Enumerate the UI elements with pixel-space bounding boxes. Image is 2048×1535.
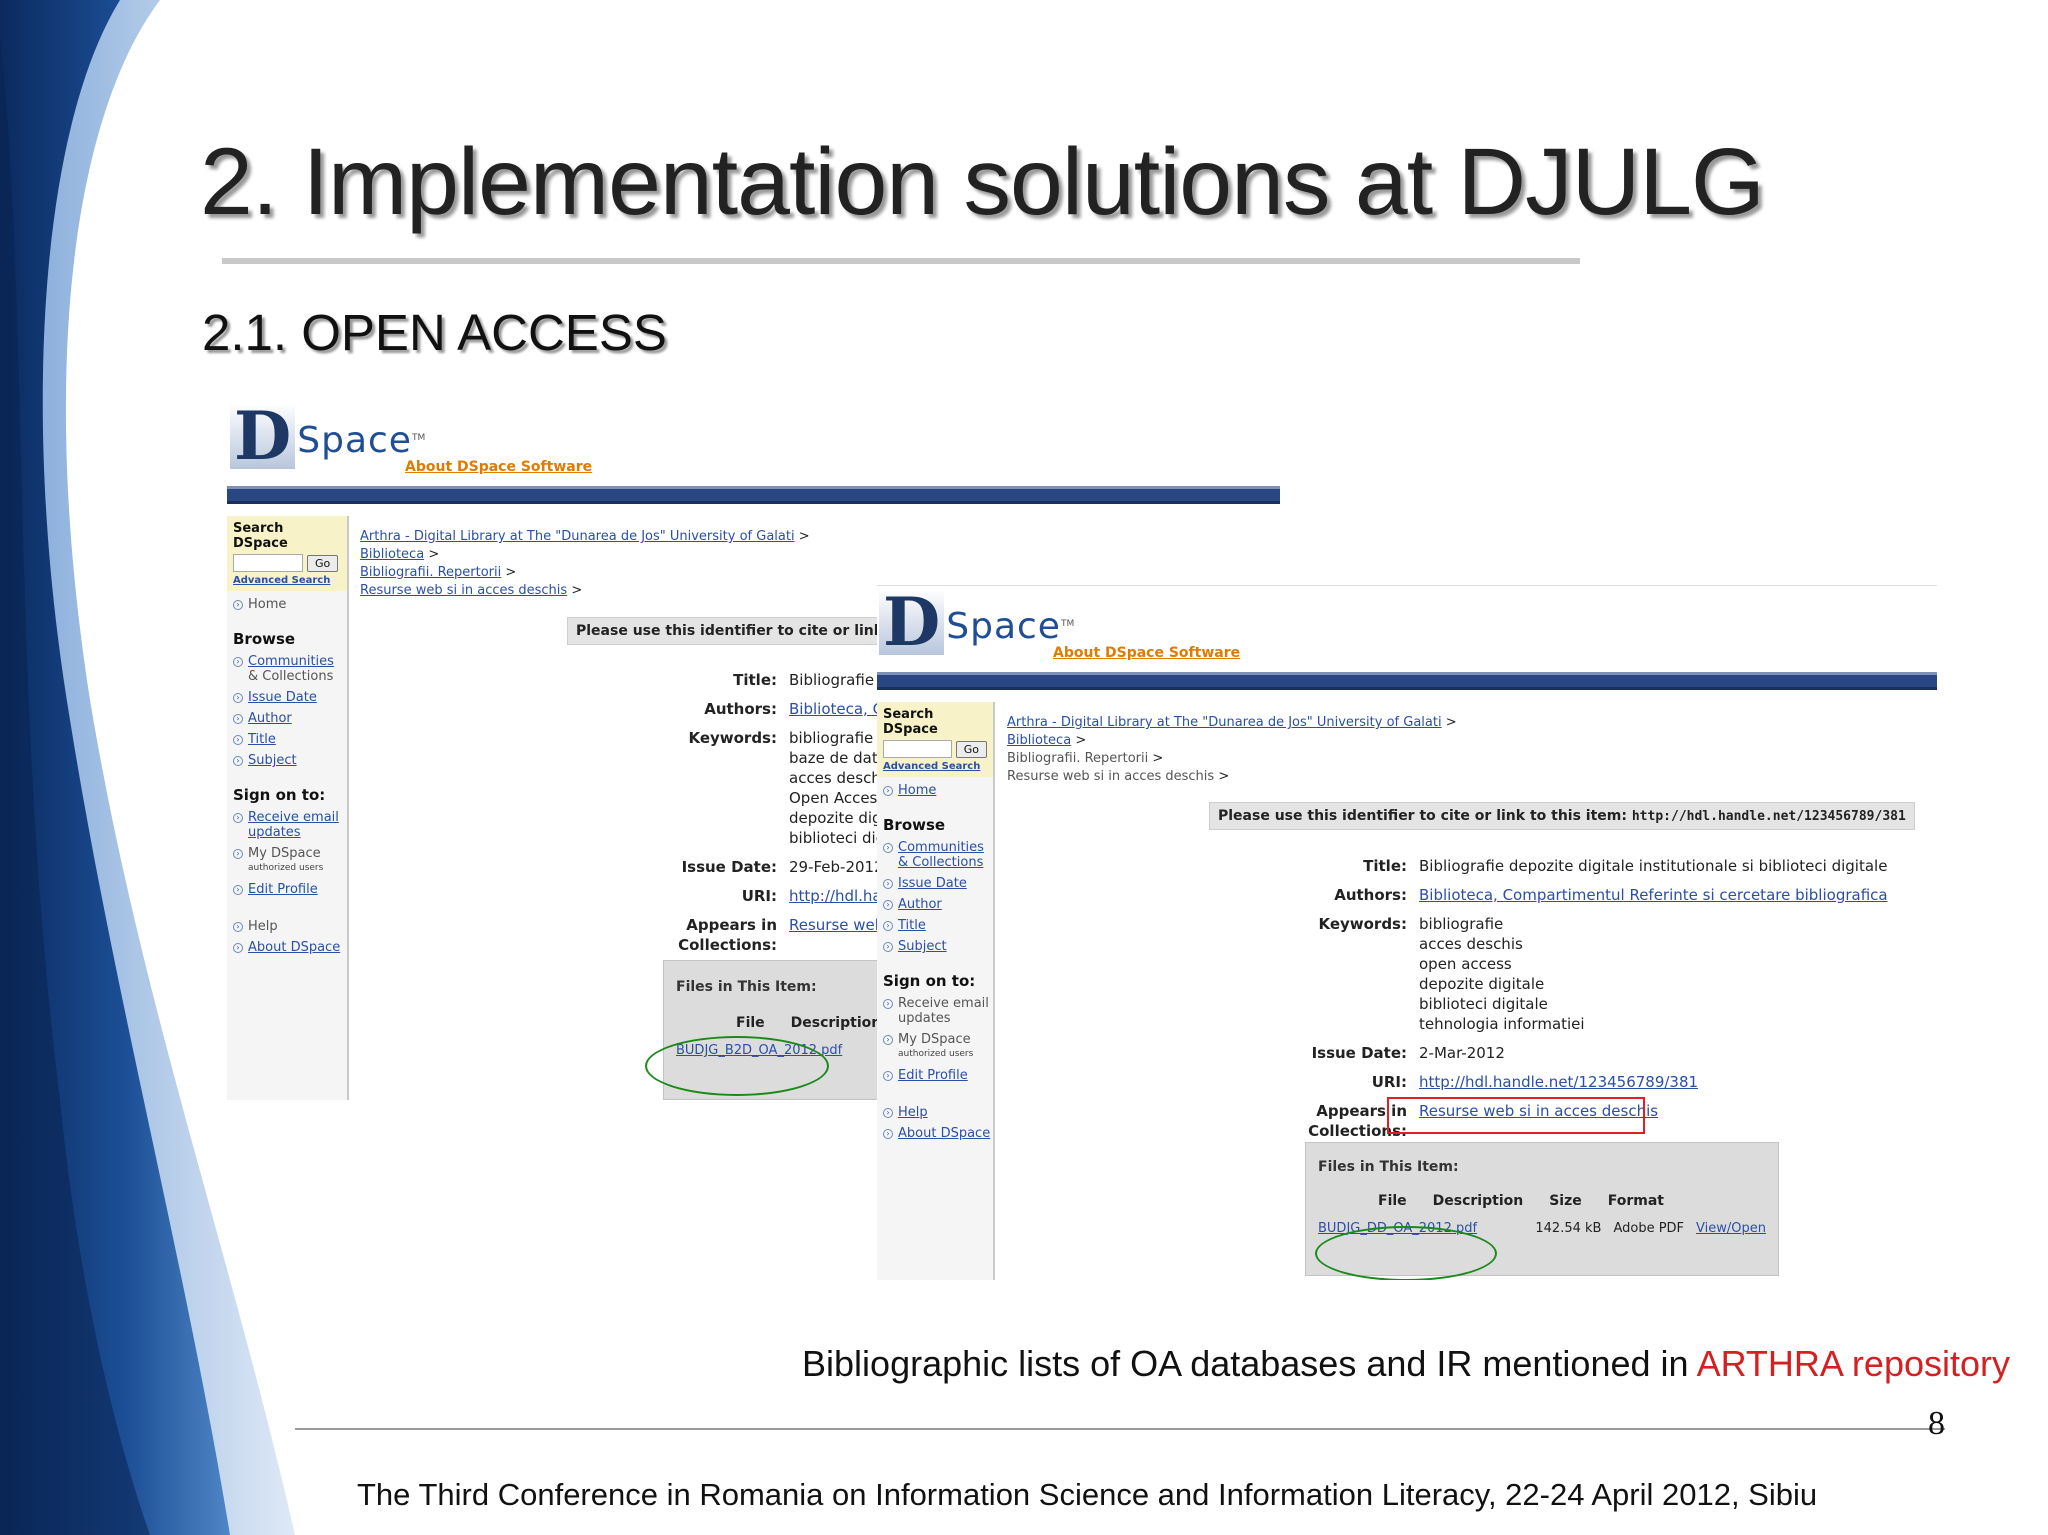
footer-text: The Third Conference in Romania on Infor… (357, 1477, 1818, 1512)
sidebar: Search DSpace Go Advanced Search ›Home B… (877, 702, 995, 1280)
file-format: Adobe PDF (1613, 1221, 1685, 1236)
arrow-icon: › (883, 900, 893, 910)
caption-highlight: ARTHRA repository (1696, 1343, 2010, 1384)
collection-link[interactable]: Resurse web si in acces deschis (1419, 1102, 1659, 1120)
nav-about-dspace[interactable]: ›About DSpace (233, 940, 347, 955)
nav-communities[interactable]: ›Communities& Collections (883, 840, 993, 870)
arrow-icon: › (883, 843, 893, 853)
arrow-icon: › (233, 922, 243, 932)
arrow-icon: › (233, 849, 243, 859)
breadcrumb-item[interactable]: Resurse web si in acces deschis (360, 583, 568, 598)
breadcrumb-item[interactable]: Resurse web si in acces deschis (1007, 769, 1215, 784)
slide-subtitle: 2.1. OPEN ACCESS (202, 304, 667, 361)
arrow-icon: › (233, 657, 243, 667)
authors-link[interactable]: Biblioteca, Compartimentul Referinte si … (1419, 886, 1888, 904)
nav-edit-profile[interactable]: ›Edit Profile (233, 882, 347, 897)
nav-title[interactable]: ›Title (883, 918, 993, 933)
decorative-wave-border (0, 0, 295, 1535)
arrow-icon: › (883, 921, 893, 931)
browse-heading: Browse (883, 816, 946, 834)
sign-on-heading: Sign on to: (883, 972, 976, 990)
breadcrumb-item[interactable]: Arthra - Digital Library at The "Dunarea… (1007, 715, 1442, 730)
arrow-icon: › (233, 813, 243, 823)
search-box: Search DSpace Go Advanced Search (877, 702, 993, 777)
nav-title[interactable]: ›Title (233, 732, 347, 747)
arrow-icon: › (883, 999, 893, 1009)
title-underline (222, 258, 1580, 264)
arrow-icon: › (883, 786, 893, 796)
breadcrumb-item[interactable]: Bibliografii. Repertorii (1007, 751, 1149, 766)
keywords-list: bibliografie acces deschis open access d… (1419, 915, 1585, 1033)
uri-link[interactable]: http://hdl.handle.net/123456789/381 (1419, 1073, 1699, 1091)
nav-home[interactable]: ›Home (883, 783, 993, 798)
search-box: Search DSpace Go Advanced Search (227, 516, 347, 591)
identifier-box: Please use this identifier to cite or li… (1209, 802, 1915, 830)
file-size: 142.54 kB (1535, 1221, 1602, 1236)
nav-help[interactable]: ›Help (883, 1105, 993, 1120)
arrow-icon: › (883, 942, 893, 952)
search-input[interactable] (883, 740, 952, 758)
arrow-icon: › (883, 1035, 893, 1045)
nav-help[interactable]: ›Help (233, 919, 347, 934)
page-number: 8 (1928, 1405, 1945, 1442)
nav-author[interactable]: ›Author (883, 897, 993, 912)
nav-home[interactable]: ›Home (233, 597, 347, 612)
files-box: Files in This Item: File Description Siz… (1305, 1142, 1779, 1276)
breadcrumb: Arthra - Digital Library at The "Dunarea… (1007, 715, 1457, 784)
breadcrumb-item[interactable]: Biblioteca (1007, 733, 1072, 748)
nav-subject[interactable]: ›Subject (883, 939, 993, 954)
nav-issue-date[interactable]: ›Issue Date (233, 690, 347, 705)
arrow-icon: › (233, 735, 243, 745)
sign-on-heading: Sign on to: (233, 786, 326, 804)
arrow-icon: › (233, 943, 243, 953)
nav-issue-date[interactable]: ›Issue Date (883, 876, 993, 891)
sidebar: Search DSpace Go Advanced Search ›Home B… (227, 516, 349, 1100)
breadcrumb: Arthra - Digital Library at The "Dunarea… (360, 529, 810, 598)
nav-edit-profile[interactable]: ›Edit Profile (883, 1068, 993, 1083)
header-bar (877, 672, 1937, 690)
breadcrumb-item[interactable]: Bibliografii. Repertorii (360, 565, 502, 580)
highlight-oval (645, 1036, 829, 1096)
slide-title: 2. Implementation solutions at DJULG (200, 129, 1765, 235)
advanced-search-link[interactable]: Advanced Search (233, 575, 331, 586)
dspace-logo: D Space TM (879, 589, 1074, 655)
arrow-icon: › (883, 1108, 893, 1118)
arrow-icon: › (233, 714, 243, 724)
search-input[interactable] (233, 554, 303, 572)
go-button[interactable]: Go (955, 740, 987, 758)
breadcrumb-item[interactable]: Arthra - Digital Library at The "Dunarea… (360, 529, 795, 544)
arrow-icon: › (883, 879, 893, 889)
item-metadata: Title:Bibliografie depozite digitale ins… (1308, 857, 1888, 1140)
slide-caption: Bibliographic lists of OA databases and … (802, 1343, 2010, 1384)
about-dspace-link[interactable]: About DSpace Software (1053, 645, 1241, 661)
advanced-search-link[interactable]: Advanced Search (883, 761, 981, 772)
dspace-screenshot-front: D Space TM About DSpace Software Search … (877, 585, 1937, 1280)
arrow-icon: › (883, 1071, 893, 1081)
view-open-link[interactable]: View/Open (1696, 1221, 1766, 1236)
browse-heading: Browse (233, 630, 296, 648)
collection-highlight-box (1387, 1097, 1645, 1134)
nav-about-dspace[interactable]: ›About DSpace (883, 1126, 993, 1141)
about-dspace-link[interactable]: About DSpace Software (405, 459, 593, 475)
breadcrumb-item[interactable]: Biblioteca (360, 547, 425, 562)
nav-author[interactable]: ›Author (233, 711, 347, 726)
arrow-icon: › (233, 885, 243, 895)
dspace-logo: D Space TM (230, 403, 425, 469)
nav-communities[interactable]: ›Communities& Collections (233, 654, 347, 684)
arrow-icon: › (233, 756, 243, 766)
nav-subject[interactable]: ›Subject (233, 753, 347, 768)
go-button[interactable]: Go (307, 554, 339, 572)
highlight-oval (1315, 1226, 1497, 1280)
footer-rule (295, 1428, 1945, 1430)
header-bar (227, 486, 1280, 504)
arrow-icon: › (883, 1129, 893, 1139)
arrow-icon: › (233, 693, 243, 703)
arrow-icon: › (233, 600, 243, 610)
